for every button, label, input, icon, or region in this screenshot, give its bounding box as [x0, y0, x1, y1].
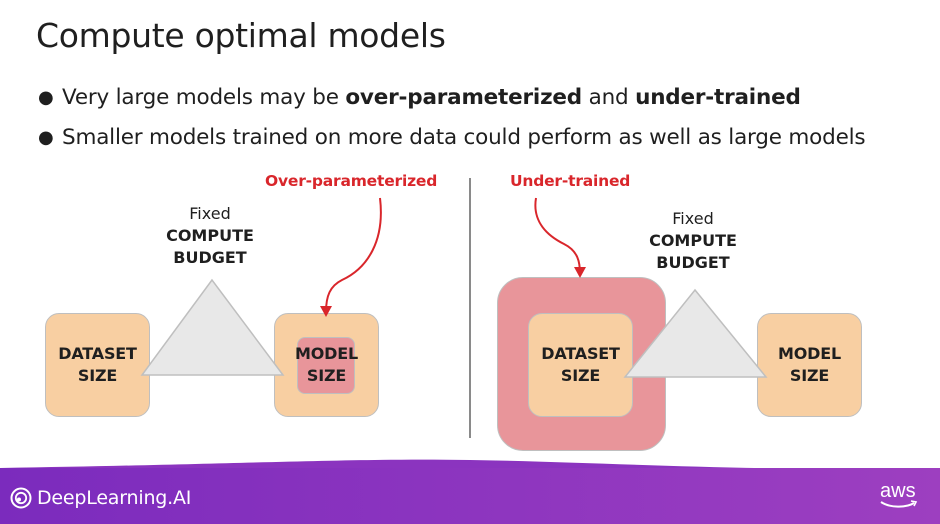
aws-smile-icon	[880, 500, 918, 508]
brand-logo[interactable]: DeepLearning.AI	[10, 487, 191, 509]
left-compute-budget-label: Fixed COMPUTE BUDGET	[166, 204, 254, 267]
under-trained-label: Under-trained	[510, 172, 631, 190]
bullet-list: ● Very large models may be over-parameter…	[38, 78, 866, 158]
right-model-box	[757, 313, 862, 417]
aws-logo: aws	[880, 480, 918, 508]
bullet-item: ● Very large models may be over-parameter…	[38, 78, 865, 118]
bullet-bold-text: over-parameterized	[345, 85, 582, 110]
over-parameterized-arrow	[325, 197, 382, 313]
right-dataset-label: DATASET SIZE	[541, 344, 620, 385]
aws-text: aws	[880, 480, 916, 502]
under-trained-arrow	[534, 197, 581, 275]
bullet-dot-icon: ●	[38, 127, 54, 148]
slide-title: Compute optimal models	[36, 16, 446, 55]
footer-bar	[0, 468, 940, 524]
left-model-highlight	[297, 337, 355, 394]
right-model-label: MODEL SIZE	[778, 344, 841, 385]
left-model-label: MODEL SIZE	[295, 344, 358, 385]
bullet-text: and	[581, 85, 636, 110]
right-compute-triangle	[623, 288, 768, 378]
left-compute-triangle	[140, 278, 285, 376]
center-divider	[469, 178, 471, 438]
left-dataset-box	[45, 313, 150, 417]
deeplearning-logo-icon	[10, 487, 32, 509]
right-compute-budget-label: Fixed COMPUTE BUDGET	[649, 209, 737, 272]
brand-name: DeepLearning.AI	[37, 487, 192, 509]
over-parameterized-arrowhead-icon	[320, 306, 332, 317]
right-dataset-box	[528, 313, 633, 417]
bullet-dot-icon: ●	[38, 87, 54, 108]
over-parameterized-label: Over-parameterized	[265, 172, 438, 190]
left-dataset-label: DATASET SIZE	[58, 344, 137, 385]
bullet-text: Smaller models trained on more data coul…	[62, 125, 866, 150]
bullet-text: Very large models may be	[62, 85, 346, 110]
bullet-item: ● Smaller models trained on more data cou…	[38, 118, 866, 158]
bullet-bold-text: under-trained	[635, 85, 801, 110]
under-trained-arrowhead-icon	[574, 267, 586, 278]
